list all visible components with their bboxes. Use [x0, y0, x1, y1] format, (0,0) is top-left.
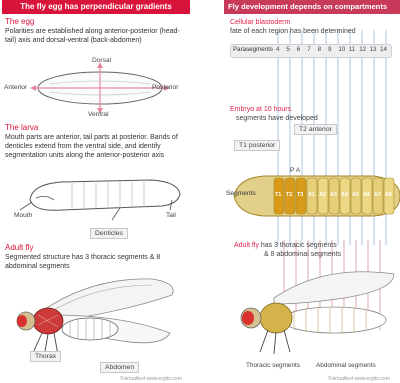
- egg-posterior-label: Posterior: [152, 84, 178, 91]
- blastoderm-title: Cellular blastoderm: [230, 19, 290, 27]
- blastoderm-text: fate of each region has been determined: [230, 28, 356, 36]
- adult-text: Segmented structure has 3 thoracic segme…: [5, 253, 187, 271]
- parasegments-label: Parasegments: [233, 46, 273, 53]
- right-adult-fly-illustration: [224, 268, 400, 358]
- segment-label: T1: [275, 192, 281, 198]
- segment-label: A4: [341, 192, 348, 198]
- larva-tail-label: Tail: [166, 212, 176, 219]
- egg-title: The egg: [5, 17, 187, 27]
- egg-anterior-label: Anterior: [4, 84, 27, 91]
- left-banner: The fly egg has perpendicular gradients: [2, 0, 190, 14]
- segment-label: A2: [319, 192, 326, 198]
- egg-ventral-label: Ventral: [88, 111, 109, 118]
- denticles-callout: Denticles: [90, 228, 128, 239]
- thoracic-segments-label: Thoracic segments: [246, 362, 300, 369]
- adult-title: Adult fly: [5, 243, 187, 253]
- larva-mouth-label: Mouth: [14, 212, 32, 219]
- parasegment-number: 9: [328, 46, 331, 53]
- right-adult-text: Adult fly has 3 thoracic segments: [234, 242, 337, 250]
- parasegment-number: 14: [380, 46, 387, 53]
- segment-label: A8: [385, 192, 392, 198]
- segment-label: A1: [308, 192, 315, 198]
- right-adult-title: Adult fly: [234, 242, 259, 249]
- parasegment-number: 12: [359, 46, 366, 53]
- segment-label: T2: [286, 192, 292, 198]
- egg-dorsal-label: Dorsal: [92, 57, 111, 64]
- right-adult-text-1: has 3 thoracic segments: [261, 242, 337, 249]
- parasegment-number: 8: [318, 46, 321, 53]
- parasegment-number: 13: [370, 46, 377, 53]
- parasegment-number: 7: [307, 46, 310, 53]
- abdominal-segments-label: Abdominal segments: [316, 362, 376, 369]
- parasegment-number: 10: [338, 46, 345, 53]
- segment-label: A7: [374, 192, 381, 198]
- t2-anterior-callout: T2 anterior: [294, 124, 337, 135]
- left-footer: ©virtualtext www.ergito.com: [120, 376, 182, 382]
- parasegment-number: 11: [349, 46, 355, 53]
- right-panel: Fly development depends on compartments …: [224, 0, 400, 383]
- left-panel: The fly egg has perpendicular gradients …: [2, 0, 190, 383]
- egg-section: The egg Polarities are established along…: [5, 17, 187, 45]
- right-adult-text-2: & 8 abdominal segments: [264, 251, 341, 259]
- right-footer: ©virtualtext www.ergito.com: [328, 376, 390, 382]
- segments-label: Segments: [226, 190, 256, 197]
- thorax-callout: Thorax: [30, 351, 61, 362]
- embryo-title: Embryo at 10 hours: [230, 106, 291, 114]
- adult-section: Adult fly Segmented structure has 3 thor…: [5, 243, 187, 271]
- parasegment-number: 5: [286, 46, 289, 53]
- parasegment-number: 6: [297, 46, 300, 53]
- larva-title: The larva: [5, 123, 187, 133]
- abdomen-callout: Abdomen: [100, 362, 139, 373]
- segment-label: A5: [352, 192, 359, 198]
- segment-label: A3: [330, 192, 337, 198]
- parasegment-number: 4: [276, 46, 279, 53]
- right-banner: Fly development depends on compartments: [224, 0, 400, 14]
- segment-label: T3: [297, 192, 303, 198]
- larva-text: Mouth parts are anterior, tail parts at …: [5, 133, 187, 160]
- t1-posterior-callout: T1 posterior: [234, 140, 280, 151]
- larva-section: The larva Mouth parts are anterior, tail…: [5, 123, 187, 160]
- segment-label: A6: [363, 192, 370, 198]
- embryo-text: segments have developed: [236, 115, 318, 123]
- egg-text: Polarities are established along anterio…: [5, 27, 187, 45]
